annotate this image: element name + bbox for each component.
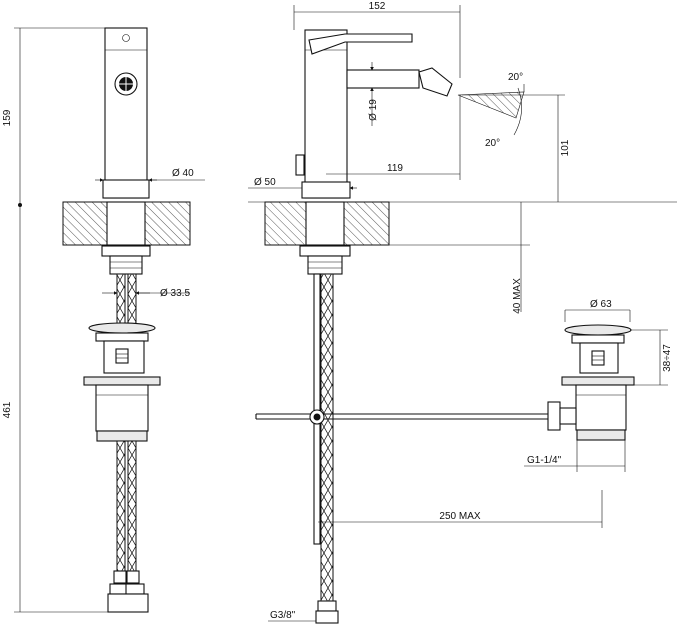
overall-length-label: 152 (369, 1, 386, 12)
base-diameter-label: Ø 50 (254, 177, 276, 188)
side-nozzle (418, 67, 453, 97)
height-spout-label: 159 (2, 109, 13, 126)
waste-thread (576, 429, 626, 441)
thread-label: G1-1/4" (527, 455, 562, 466)
waste-washer (561, 376, 635, 386)
front-dim-node (18, 203, 22, 207)
front-nut-right (125, 583, 145, 595)
inlet-thread-label: G3/8" (270, 610, 296, 621)
front-base (102, 179, 150, 199)
front-fixing-plate (101, 245, 151, 257)
waste-rod-fitting (559, 407, 577, 425)
front-aerator (114, 72, 138, 96)
lever-diameter-label: Ø 19 (368, 99, 379, 121)
front-connector (107, 593, 149, 613)
side-fixing-nut (307, 255, 343, 275)
waste-flange (571, 334, 625, 344)
front-faucet-body (104, 27, 148, 199)
side-lever (308, 33, 413, 55)
front-lever-hole (122, 34, 130, 42)
spray-fan (457, 91, 525, 119)
side-spout (346, 69, 420, 89)
side-view: 152 20° 20° Ø 19 101 119 Ø 50 (248, 1, 677, 624)
outlet-height-label: 101 (560, 139, 571, 156)
front-view: 159 461 Ø 40 Ø 33.5 (2, 27, 205, 613)
spray-angle-top-label: 20° (508, 72, 523, 83)
front-hose-right-lower (127, 440, 137, 572)
front-waste-flange (95, 332, 149, 342)
side-rod (313, 273, 321, 545)
front-fitting-left (113, 570, 127, 584)
body-diameter-label: Ø 40 (172, 168, 194, 179)
front-hose-left (116, 273, 126, 327)
side-hose (320, 273, 334, 602)
waste-view: Ø 63 38÷47 G1-1/4" (524, 299, 673, 472)
front-waste-washer (83, 376, 161, 386)
deck-thickness-label: 40 MAX (512, 278, 523, 314)
front-shank (106, 201, 146, 246)
front-waste-nut (95, 384, 149, 432)
waste-cap (564, 324, 632, 336)
total-height-label: 461 (2, 401, 13, 418)
side-connector (315, 610, 339, 624)
front-fixing-nut (109, 255, 143, 275)
hose-diameter-label: Ø 33.5 (160, 288, 190, 299)
front-waste-thread (96, 430, 148, 442)
front-waste-window (115, 348, 129, 364)
spray-angle-bottom-label: 20° (485, 138, 500, 149)
side-rod-knob (295, 154, 305, 176)
front-fitting-right (126, 570, 140, 584)
front-waste-cap (88, 322, 156, 334)
spout-reach-label: 119 (387, 163, 403, 174)
waste-rod-nut (547, 401, 561, 431)
side-hose-nut (317, 600, 337, 612)
range-label: 38÷47 (662, 344, 673, 372)
front-hose-left-lower (116, 440, 126, 572)
waste-window (591, 350, 605, 366)
cap-diameter-label: Ø 63 (590, 299, 612, 310)
side-fixing-plate (299, 245, 351, 257)
side-faucet-body (304, 29, 348, 199)
side-base (301, 181, 351, 199)
side-shank (305, 201, 345, 246)
front-nut-left (109, 583, 129, 595)
waste-nut (575, 384, 627, 431)
front-hose-right (127, 273, 137, 327)
rod-length-label: 250 MAX (439, 511, 480, 522)
